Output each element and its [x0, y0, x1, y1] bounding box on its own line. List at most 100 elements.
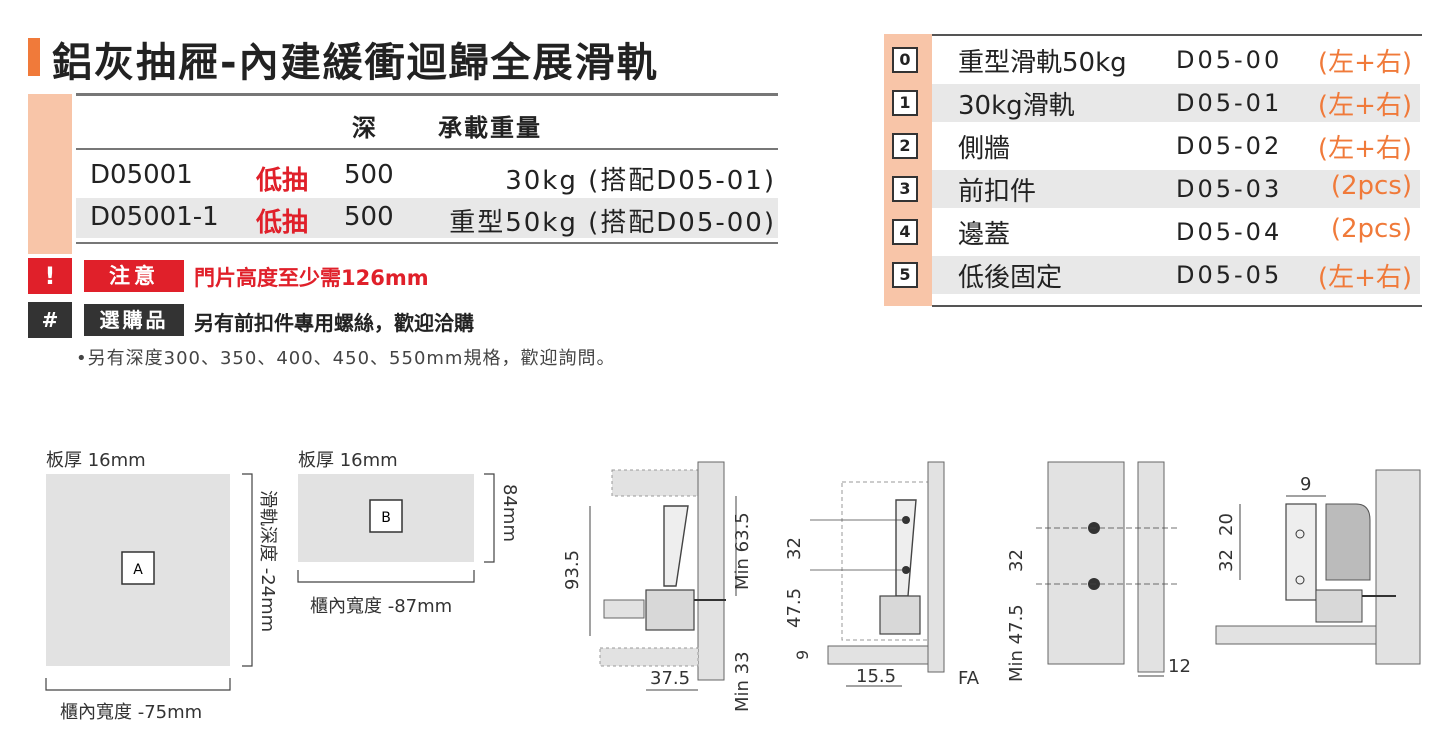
diagram-a-side-label: 滑軌深度 -24mm [257, 490, 278, 632]
diagram-f-front-profile [1325, 503, 1371, 581]
diagram-b-bottom-label: 櫃內寬度 -87mm [310, 596, 452, 617]
diagram-c-slide-base [645, 589, 695, 631]
diagram-f-bracket [1285, 503, 1317, 601]
table-top-rule [76, 93, 778, 96]
diagram-f-side-wall [1375, 469, 1421, 665]
table-row: D05001-1 低抽 500 重型50kg (搭配D05-00) [76, 198, 778, 238]
diagram-e-width: 12 [1168, 656, 1191, 677]
diagram-c-bottom-panel [599, 647, 699, 667]
parts-row-shade [932, 170, 1420, 208]
part-name: 重型滑軌50kg [958, 48, 1127, 78]
optional-text: 另有前扣件專用螺絲，歡迎洽購 [194, 311, 474, 335]
warning-icon: ! [28, 258, 72, 294]
diagram-b-side-bracket [484, 473, 495, 563]
part-number: 2 [892, 133, 918, 159]
diagrams-svg: 板厚 16mm A 滑軌深度 -24mm 櫃內寬度 -75mm 板厚 16mm … [45, 450, 1421, 723]
note-text: •另有深度300、350、400、450、550mm規格，歡迎詢問。 [76, 348, 616, 369]
parts-top-rule [932, 34, 1422, 36]
part-number: 5 [892, 262, 918, 288]
row-depth: 500 [344, 202, 394, 232]
diagram-a-bottom-bracket [45, 678, 231, 691]
part-number: 0 [892, 47, 918, 73]
diagram-f-bottom-panel [1215, 625, 1377, 645]
diagram-b-side-label: 84mm [499, 484, 520, 542]
part-qty: (左+右) [1317, 91, 1412, 121]
diagram-d-bottom-panel [827, 645, 929, 665]
diagram-a-mark: A [133, 562, 143, 578]
header-depth: 深 [352, 114, 378, 142]
part-qty: (2pcs) [1330, 214, 1412, 244]
part-qty: (2pcs) [1330, 171, 1412, 201]
part-number: 1 [892, 90, 918, 116]
diagram-b-mark-box [369, 499, 403, 533]
spec-side-strip [28, 94, 72, 254]
parts-side-strip [884, 34, 932, 306]
diagram-d-side-wall [927, 461, 945, 673]
diagram-f-d1: 9 [1300, 474, 1311, 495]
part-name: 邊蓋 [958, 220, 1011, 250]
diagram-a-bottom-label: 櫃內寬度 -75mm [60, 702, 202, 723]
page-title: 鋁灰抽屜-內建緩衝迴歸全展滑軌 [52, 40, 659, 86]
diagram-c-drawer-panel [603, 599, 645, 619]
row-load: 重型50kg (搭配D05-00) [449, 208, 776, 238]
diagram-e-side-wall [1137, 461, 1165, 673]
diagram-f-hole-top [1295, 529, 1305, 539]
parts-row: 0 重型滑軌50kg D05-00 (左+右) [884, 40, 1422, 80]
parts-row: 3 前扣件 D05-03 (2pcs) [884, 169, 1422, 209]
diagram-d-d3: 9 [793, 650, 812, 660]
table-row: D05001 低抽 500 30kg (搭配D05-01) [76, 156, 778, 196]
diagram-d-slide-base [879, 595, 921, 635]
row-type: 低抽 [256, 208, 309, 238]
diagram-c-top-panel [611, 469, 699, 497]
diagram-c-slide-body [663, 505, 689, 587]
diagram-d-d2: 47.5 [784, 588, 805, 628]
hash-icon: # [28, 302, 72, 338]
optional-label: 選購品 [84, 304, 184, 336]
parts-row: 5 低後固定 D05-05 (左+右) [884, 255, 1422, 295]
title-accent [28, 38, 40, 76]
diagram-b-mark: B [381, 510, 391, 526]
diagram-b-thickness: 板厚 16mm [298, 450, 398, 471]
row-code: D05001-1 [90, 202, 219, 232]
part-name: 前扣件 [958, 177, 1037, 207]
diagram-a-side-bracket [242, 473, 253, 667]
diagram-d-slide-body [895, 499, 917, 597]
diagram-c-side-wall [697, 461, 725, 681]
diagram-c-width: 37.5 [650, 668, 690, 689]
row-code: D05001 [90, 160, 193, 190]
row-load: 30kg (搭配D05-01) [505, 166, 776, 196]
part-name: 30kg滑軌 [958, 91, 1075, 121]
part-code: D05-03 [1176, 175, 1283, 203]
diagram-a-mark-box [121, 551, 155, 585]
diagram-d-width: 15.5 [856, 666, 896, 687]
diagram-c-min-top: Min 63.5 [732, 512, 753, 590]
part-number: 3 [892, 176, 918, 202]
table-header-rule [76, 148, 778, 150]
table-bottom-rule [76, 242, 778, 244]
diagram-f-slide-base [1315, 589, 1363, 623]
part-qty: (左+右) [1317, 48, 1412, 78]
part-name: 側牆 [958, 134, 1011, 164]
part-number: 4 [892, 219, 918, 245]
diagram-e-d2: Min 47.5 [1006, 604, 1027, 682]
parts-row-shade [932, 84, 1420, 122]
warning-text: 門片高度至少需126mm [194, 266, 429, 290]
part-code: D05-00 [1176, 46, 1283, 74]
part-qty: (左+右) [1317, 263, 1412, 293]
diagram-e-side-panel [1047, 461, 1125, 665]
diagram-f-hole-bottom [1295, 575, 1305, 585]
diagram-a-thickness: 板厚 16mm [46, 450, 146, 471]
parts-row-shade [932, 256, 1420, 294]
parts-bottom-rule [932, 305, 1422, 307]
diagram-b-bottom-bracket [297, 570, 475, 583]
warning-label: 注意 [84, 260, 184, 292]
diagram-c-height: 93.5 [562, 550, 583, 590]
header-load: 承載重量 [438, 114, 542, 142]
diagram-c-min-bottom: Min 33 [732, 651, 753, 712]
part-name: 低後固定 [958, 263, 1063, 293]
part-code: D05-05 [1176, 261, 1283, 289]
row-type: 低抽 [256, 166, 309, 196]
